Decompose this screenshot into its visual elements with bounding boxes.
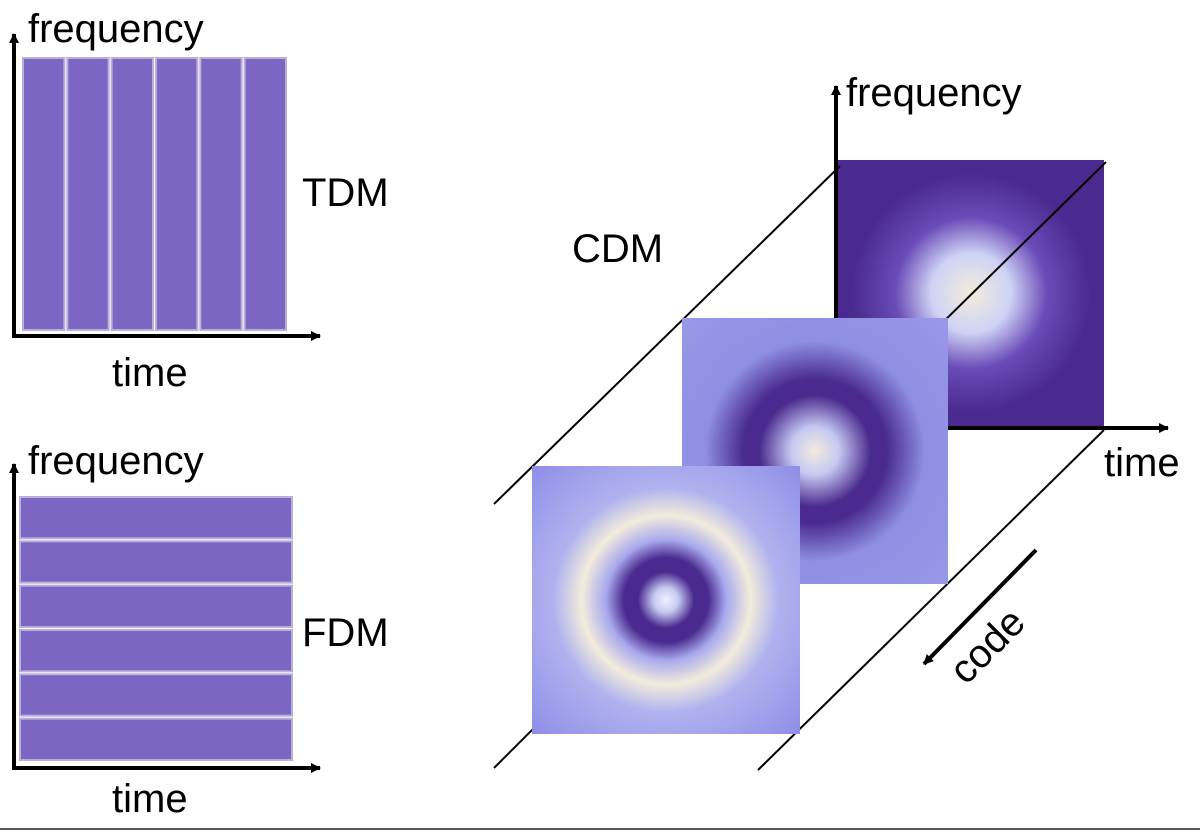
cdm-depth-line-bottom-right (757, 429, 1105, 771)
tdm-time-label: time (112, 351, 188, 395)
tdm-label: TDM (302, 171, 389, 215)
fdm-panel: frequency time FDM (9, 439, 389, 821)
tdm-time-slot (22, 57, 66, 331)
tdm-time-slots (22, 57, 288, 331)
fdm-frequency-band (19, 629, 293, 673)
cdm-depth-line-top-left (493, 165, 841, 505)
cdm-plane-front (532, 466, 800, 734)
cdm-code-label: code (941, 600, 1033, 692)
fdm-frequency-band (19, 673, 293, 717)
tdm-panel: frequency time TDM (9, 7, 389, 395)
tdm-time-slot (243, 57, 288, 331)
fdm-frequency-band (19, 496, 293, 540)
tdm-time-slot (110, 57, 154, 331)
fdm-time-label: time (112, 777, 188, 821)
cdm-frequency-label: frequency (846, 71, 1022, 115)
fdm-frequency-band (19, 540, 293, 584)
fdm-frequency-band (19, 584, 293, 629)
fdm-label: FDM (302, 611, 389, 655)
cdm-code-axis-arrow (922, 548, 1038, 666)
cdm-panel: CDM frequency time code (493, 71, 1180, 771)
tdm-time-slot (155, 57, 199, 331)
tdm-time-slot (199, 57, 243, 331)
tdm-time-slot (66, 57, 110, 331)
fdm-frequency-bands (19, 496, 293, 762)
fdm-frequency-label: frequency (28, 439, 204, 483)
tdm-frequency-label: frequency (28, 7, 204, 51)
fdm-frequency-band (19, 717, 293, 762)
cdm-label: CDM (572, 227, 663, 271)
cdm-time-label: time (1104, 441, 1180, 485)
